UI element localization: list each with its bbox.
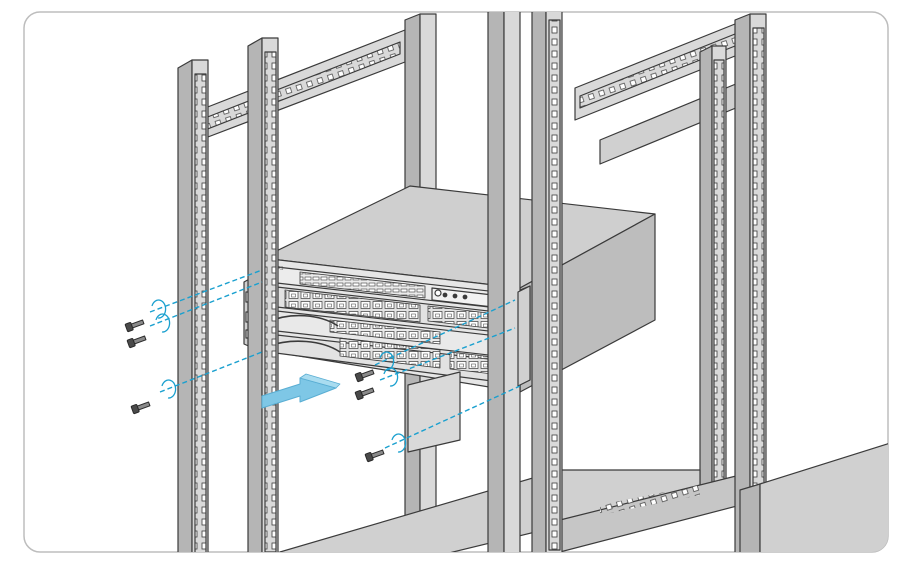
right-ear (517, 285, 531, 387)
brand-logo: FS (277, 266, 284, 272)
insert-arrow-icon (261, 373, 341, 409)
front-rack-posts (177, 12, 888, 552)
screw-icon (124, 319, 385, 463)
support-bracket (407, 371, 461, 453)
rotation-arrow-icon (151, 299, 407, 453)
